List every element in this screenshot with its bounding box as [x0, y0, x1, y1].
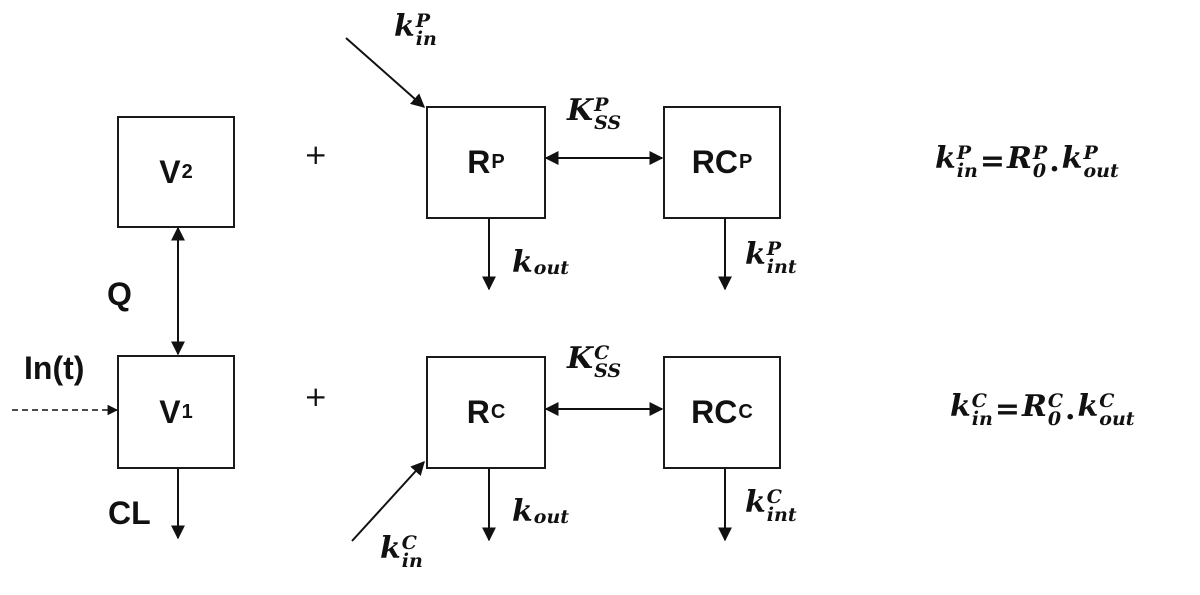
plus-sign-bottom: + — [304, 380, 328, 413]
input-label: In(t) — [24, 350, 85, 386]
plus-sign-top: + — [304, 138, 328, 171]
kin-c-arrow — [351, 460, 425, 542]
cl-label: CL — [108, 495, 151, 531]
q-label: Q — [107, 276, 132, 312]
kin-p-arrow — [345, 37, 426, 108]
